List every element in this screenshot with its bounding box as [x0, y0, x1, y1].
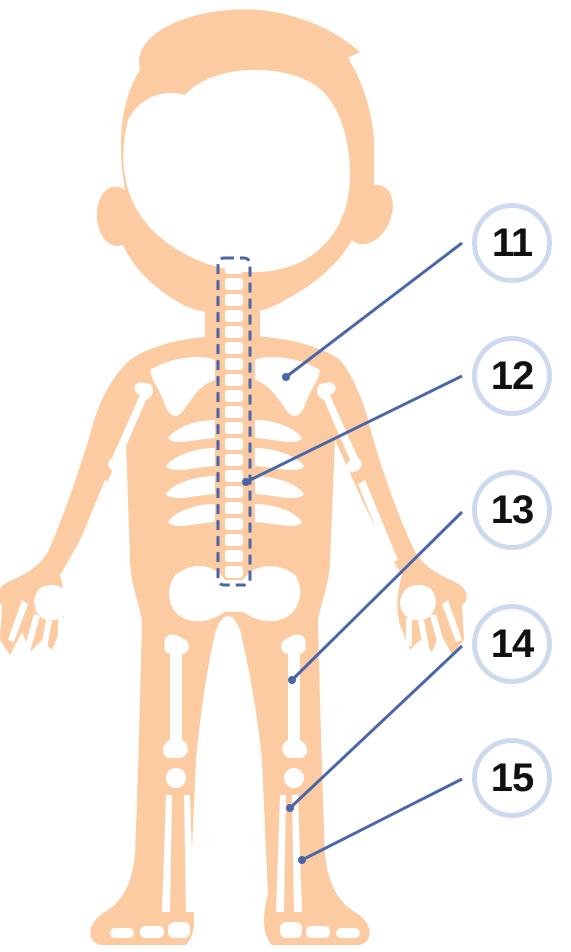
vertebra [225, 262, 243, 274]
leader-dot-12 [242, 478, 250, 486]
label-badge-12: 12 [472, 336, 552, 416]
foot-bone-left [110, 928, 134, 938]
vertebra [225, 390, 243, 402]
vertebra [225, 534, 243, 546]
leader-dot-13 [288, 676, 296, 684]
hand-left [34, 585, 70, 620]
leader-dot-14 [286, 804, 294, 812]
label-number: 12 [491, 354, 534, 399]
vertebra [225, 438, 243, 450]
label-number: 14 [491, 622, 534, 667]
vertebra [225, 278, 243, 290]
vertebra [225, 470, 243, 482]
foot-bone-left [140, 926, 164, 938]
vertebra [225, 422, 243, 434]
vertebra [225, 374, 243, 386]
vertebra [225, 550, 243, 562]
kneecap-left [166, 768, 186, 788]
finger-right [406, 618, 412, 646]
vertebra [225, 326, 243, 338]
vertebra [225, 518, 243, 530]
vertebra [225, 502, 243, 514]
label-number: 11 [492, 221, 532, 266]
vertebra [225, 310, 243, 322]
leader-line-15 [302, 779, 462, 860]
label-badge-15: 15 [472, 738, 552, 818]
skeleton-bones [8, 262, 462, 938]
vertebra [225, 342, 243, 354]
label-badge-11: 11 [472, 203, 552, 283]
label-badge-14: 14 [472, 604, 552, 684]
vertebra [225, 406, 243, 418]
label-number: 13 [491, 488, 534, 533]
hand-right [400, 585, 436, 620]
vertebra [225, 486, 243, 498]
vertebra [225, 566, 243, 578]
foot-bone-right [280, 922, 302, 938]
kneecap-right [284, 768, 304, 788]
finger-left [58, 618, 64, 646]
label-number: 15 [491, 756, 534, 801]
label-badge-13: 13 [472, 470, 552, 550]
foot-bone-left [168, 922, 190, 938]
leader-dot-15 [298, 856, 306, 864]
foot-bone-right [306, 926, 330, 938]
vertebra [225, 294, 243, 306]
vertebra [225, 454, 243, 466]
leader-dot-11 [282, 373, 290, 381]
foot-bone-right [336, 928, 360, 938]
vertebra [225, 358, 243, 370]
